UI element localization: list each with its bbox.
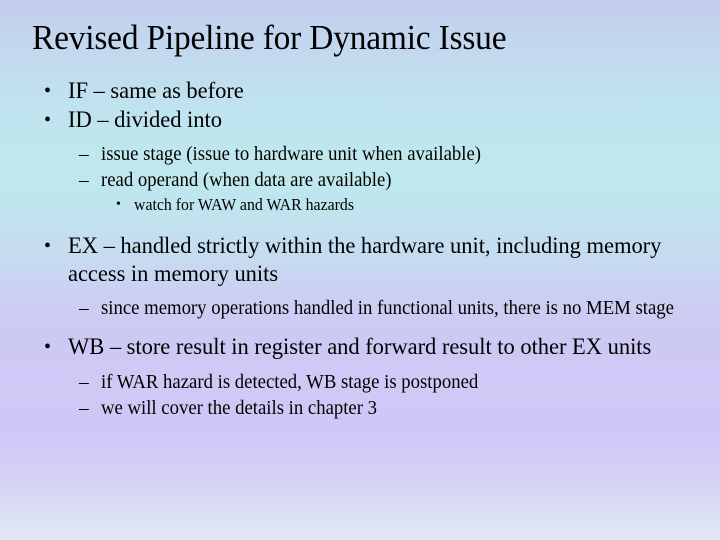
bullet-item-if: • IF – same as before [0,78,720,106]
bullet-dash-icon: – [79,144,89,165]
bullet-dot-icon: • [44,108,52,131]
spacer [0,135,720,142]
bullet-dot-icon: • [44,235,52,257]
slide-body: • IF – same as before • ID – divided int… [0,78,720,422]
bullet-text: watch for WAW and WAR hazards [134,195,354,214]
bullet-dot-icon: • [116,197,121,212]
spacer [0,217,720,233]
bullet-dash-icon: – [79,371,89,393]
bullet-text: since memory operations handled in funct… [101,298,674,319]
slide-title: Revised Pipeline for Dynamic Issue [32,18,507,57]
bullet-text: we will cover the details in chapter 3 [101,397,378,419]
spacer [0,363,720,370]
bullet-dot-icon: • [44,80,52,102]
bullet-dash-icon: – [79,397,89,419]
bullet-text: read operand (when data are available) [101,170,392,191]
bullet-dash-icon: – [79,170,89,191]
bullet-item-war-postponed: – if WAR hazard is detected, WB stage is… [0,370,720,395]
bullet-item-ex: • EX – handled strictly within the hardw… [0,233,720,288]
bullet-dot-icon: • [44,336,52,358]
bullet-item-chapter-3: – we will cover the details in chapter 3 [0,396,720,421]
bullet-text: ID – divided into [68,106,222,133]
bullet-text: IF – same as before [68,78,244,104]
spacer [0,289,720,296]
bullet-text: WB – store result in register and forwar… [68,334,652,360]
bullet-text: EX – handled strictly within the hardwar… [68,233,662,287]
bullet-item-no-mem-stage: – since memory operations handled in fun… [0,296,720,321]
bullet-item-watch-hazards: • watch for WAW and WAR hazards [0,194,720,216]
bullet-dash-icon: – [79,298,89,319]
bullet-text: issue stage (issue to hardware unit when… [101,144,481,165]
bullet-item-id: • ID – divided into [0,107,720,135]
bullet-item-issue-stage: – issue stage (issue to hardware unit wh… [0,142,720,167]
bullet-item-read-operand: – read operand (when data are available) [0,168,720,193]
spacer [0,322,720,334]
bullet-text: if WAR hazard is detected, WB stage is p… [101,371,479,393]
bullet-item-wb: • WB – store result in register and forw… [0,334,720,362]
